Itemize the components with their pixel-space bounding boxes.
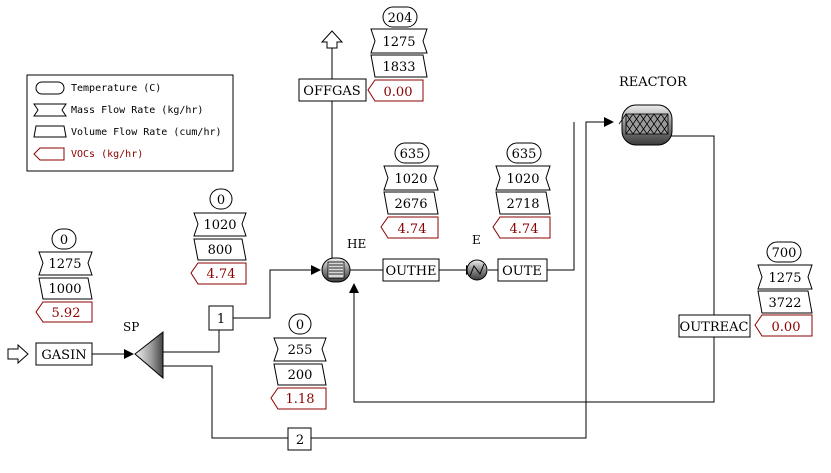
offgas-mass: 1275 [382, 35, 415, 50]
legend-mass-label: Mass Flow Rate (kg/hr) [71, 105, 203, 116]
outreac-label: OUTREAC [680, 320, 749, 335]
oute-volume: 2718 [506, 197, 539, 212]
legend-vocs-label: VOCs (kg/hr) [71, 149, 143, 160]
outreac-vocs: 0.00 [772, 320, 801, 335]
heat-exchanger-he[interactable] [321, 257, 351, 283]
outhe-volume: 2676 [394, 197, 427, 212]
sp-label: SP [123, 320, 139, 334]
stream-table-outhe: 635 1020 2676 4.74 [380, 142, 439, 239]
outreac-mass: 1275 [768, 271, 801, 286]
legend-volume-label: Volume Flow Rate (cum/hr) [71, 127, 222, 138]
offgas-volume: 1833 [382, 60, 415, 75]
outhe-mass: 1020 [394, 172, 427, 187]
s2-temp: 0 [296, 318, 304, 333]
s1-vocs: 4.74 [207, 267, 236, 282]
gasin-vocs: 5.92 [52, 306, 81, 321]
stream-box-2[interactable]: 2 [287, 427, 312, 451]
s2-mass: 255 [288, 343, 313, 358]
gasin-temp: 0 [60, 233, 68, 248]
stream-box-gasin[interactable]: GASIN [35, 342, 93, 366]
offgas-vocs: 0.00 [384, 85, 413, 100]
legend-volume-icon [33, 125, 67, 138]
offgas-product-arrow [320, 30, 344, 49]
s1-temp: 0 [217, 193, 225, 208]
heater-e[interactable] [466, 259, 488, 281]
gasin-label: GASIN [41, 348, 86, 363]
gasin-mass: 1275 [48, 257, 81, 272]
stream-table-2: 0 255 200 1.18 [270, 313, 327, 410]
outreac-temp: 700 [772, 246, 797, 261]
offgas-temp: 204 [388, 11, 413, 26]
feed-arrow [7, 343, 29, 365]
reactor-label: REACTOR [619, 75, 688, 90]
stream-box-outhe[interactable]: OUTHE [382, 258, 440, 282]
oute-temp: 635 [512, 147, 537, 162]
he-label: HE [347, 237, 366, 251]
oute-vocs: 4.74 [510, 222, 539, 237]
outreac-volume: 3722 [768, 296, 801, 311]
stream-box-outreac[interactable]: OUTREAC [678, 314, 751, 338]
stream-box-1[interactable]: 1 [208, 305, 234, 331]
gasin-volume: 1000 [48, 282, 81, 297]
stream-table-offgas: 204 1275 1833 0.00 [367, 6, 428, 102]
s1-label: 1 [217, 312, 225, 327]
s1-mass: 1020 [203, 218, 236, 233]
stream-box-offgas[interactable]: OFFGAS [298, 78, 367, 102]
stream-table-oute: 635 1020 2718 4.74 [492, 142, 551, 239]
legend-mass-icon [33, 103, 67, 117]
offgas-label: OFFGAS [303, 84, 360, 99]
stream-table-outreac: 700 1275 3722 0.00 [754, 241, 813, 337]
reactor[interactable] [618, 104, 673, 146]
s2-volume: 200 [288, 368, 313, 383]
stream-box-oute[interactable]: OUTE [497, 258, 548, 282]
stream-table-1: 0 1020 800 4.74 [190, 188, 247, 285]
outhe-vocs: 4.74 [398, 222, 427, 237]
splitter-sp[interactable] [134, 330, 164, 380]
legend-vocs-icon [33, 147, 65, 161]
s2-label: 2 [296, 433, 304, 448]
oute-label: OUTE [502, 264, 542, 279]
legend-temperature-icon [35, 81, 65, 95]
outhe-temp: 635 [400, 147, 425, 162]
legend-temperature-label: Temperature (C) [71, 83, 161, 94]
e-label: E [472, 233, 481, 247]
oute-mass: 1020 [506, 172, 539, 187]
s1-volume: 800 [208, 243, 233, 258]
legend: Temperature (C) Mass Flow Rate (kg/hr) V… [26, 74, 234, 172]
outhe-label: OUTHE [385, 264, 436, 279]
s2-vocs: 1.18 [286, 392, 315, 407]
stream-table-gasin: 0 1275 1000 5.92 [35, 228, 93, 323]
